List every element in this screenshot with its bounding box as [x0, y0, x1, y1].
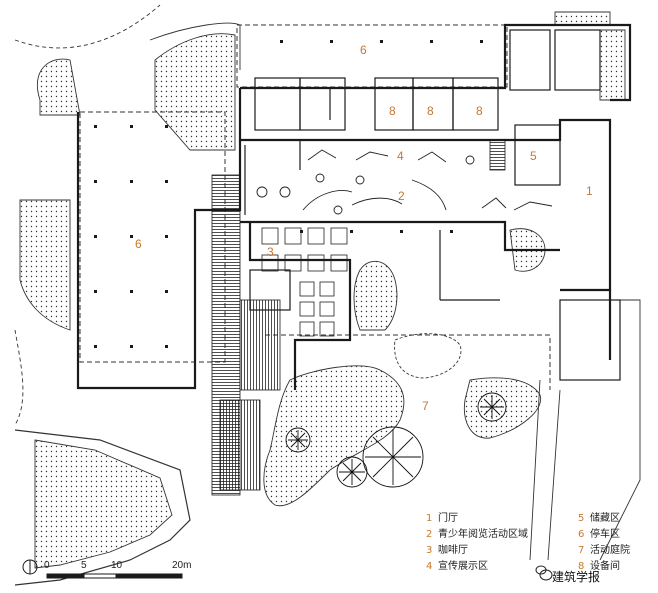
legend-label: 设备间 [590, 561, 620, 572]
legend-item: 8 设备间 [578, 561, 620, 573]
legend-number: 8 [578, 561, 585, 572]
watermark: 建筑学报 [552, 570, 601, 584]
legend-item: 2 青少年阅览活动区域 [426, 529, 528, 541]
legend-label: 青少年阅览活动区域 [438, 529, 528, 540]
legend-label: 门厅 [438, 513, 458, 524]
interior-partitions [244, 29, 621, 381]
wechat-icon [535, 565, 553, 581]
scale-tick-label: 0 [44, 560, 50, 571]
legend-item: 4 宣传展示区 [426, 561, 488, 573]
room-number-courtyard: 7 [422, 399, 429, 413]
room-number-equipment-a: 8 [389, 104, 396, 118]
cafe-tables [261, 227, 348, 337]
legend-item: 5 储藏区 [578, 513, 620, 525]
room-number-storage: 5 [530, 149, 537, 163]
legend-label: 停车区 [590, 529, 620, 540]
legend-item: 6 停车区 [578, 529, 620, 541]
room-number-lobby: 1 [586, 184, 593, 198]
legend-label: 储藏区 [590, 513, 620, 524]
legend-number: 5 [578, 513, 585, 524]
planting-areas [19, 11, 626, 507]
room-number-equipment-c: 8 [476, 104, 483, 118]
room-number-parking-top: 6 [360, 43, 367, 57]
scale-tick-label: 5 [81, 560, 87, 571]
legend-label: 活动庭院 [590, 545, 630, 556]
parking-outline [79, 24, 551, 390]
stairs [211, 139, 506, 496]
reading-seating [256, 149, 553, 215]
room-number-reading: 2 [398, 189, 405, 203]
courtyard-trees [285, 392, 507, 488]
room-number-equipment-b: 8 [427, 104, 434, 118]
room-number-parking-left: 6 [135, 237, 142, 251]
structural-columns [94, 40, 483, 348]
scale-bar [22, 559, 183, 579]
legend-item: 1 门厅 [426, 513, 458, 525]
scale-tick-label: 20m [172, 560, 192, 571]
legend-number: 2 [426, 529, 433, 540]
legend-item: 7 活动庭院 [578, 545, 630, 557]
legend-number: 6 [578, 529, 585, 540]
room-number-exhibition: 4 [397, 149, 404, 163]
scale-tick-label: 10 [111, 560, 123, 571]
legend-label: 咖啡厅 [438, 545, 468, 556]
site-context [14, 4, 641, 586]
legend-number: 7 [578, 545, 585, 556]
legend-label: 宣传展示区 [438, 561, 488, 572]
room-number-cafe: 3 [267, 245, 274, 259]
legend-number: 1 [426, 513, 433, 524]
legend-number: 4 [426, 561, 433, 572]
legend-item: 3 咖啡厅 [426, 545, 468, 557]
legend-number: 3 [426, 545, 433, 556]
